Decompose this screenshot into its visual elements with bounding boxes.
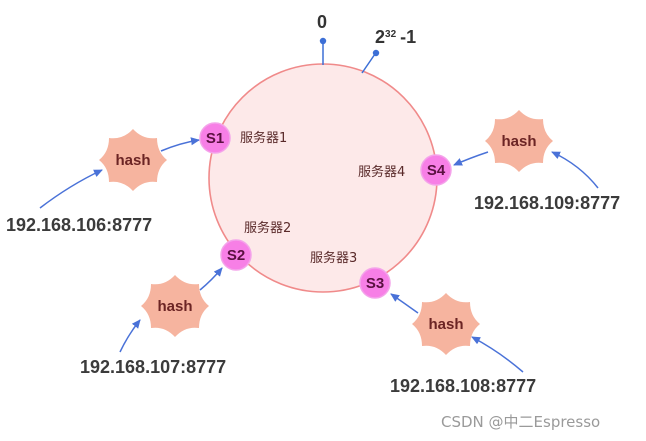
tick-zero-dot — [319, 37, 327, 45]
hash-badge-4: hash — [485, 110, 553, 172]
arrow-ip108-to-hash — [471, 336, 524, 373]
arrow-ip109-to-hash — [551, 151, 599, 189]
hash-star-shape — [141, 275, 209, 337]
ip-label-109: 192.168.109:8777 — [474, 193, 620, 213]
hash-star-shape — [99, 129, 167, 191]
node-s2-label: S2 — [227, 247, 245, 264]
ip-label-108: 192.168.108:8777 — [390, 376, 536, 396]
tick-max-dot — [372, 49, 380, 57]
arrow-hash4-to-s4 — [453, 151, 489, 166]
server-label-3: 服务器3 — [310, 250, 357, 266]
hash-badge-2: hash — [141, 275, 209, 337]
node-s4: S4 — [420, 154, 452, 186]
arrow-hash2-to-s2 — [199, 267, 223, 291]
hash-badge-3: hash — [412, 293, 480, 355]
hash-star-shape — [412, 293, 480, 355]
node-s4-label: S4 — [427, 162, 446, 179]
node-s1-circle — [199, 122, 231, 154]
node-s3-circle — [359, 267, 391, 299]
hash-label: hash — [157, 298, 192, 315]
arrow-hash1-to-s1 — [160, 137, 200, 152]
server-label-1: 服务器1 — [240, 130, 287, 146]
tick-max-line — [361, 53, 376, 74]
watermark: CSDN @中二Espresso — [441, 413, 600, 431]
node-s1: S1 — [199, 122, 231, 154]
node-s3-label: S3 — [366, 275, 384, 292]
node-s3: S3 — [359, 267, 391, 299]
hash-label: hash — [115, 152, 150, 169]
node-s2-circle — [220, 239, 252, 271]
node-s2: S2 — [220, 239, 252, 271]
hash-star-shape — [485, 110, 553, 172]
server-label-4: 服务器4 — [358, 164, 405, 180]
ip-label-107: 192.168.107:8777 — [80, 357, 226, 377]
hash-label: hash — [501, 133, 536, 150]
node-s4-circle — [420, 154, 452, 186]
tick-zero-label: 0 — [317, 12, 327, 32]
hash-label: hash — [428, 316, 463, 333]
arrow-ip106-to-hash — [39, 169, 103, 209]
ip-label-106: 192.168.106:8777 — [6, 215, 152, 235]
server-label-2: 服务器2 — [244, 220, 291, 236]
arrow-hash3-to-s3 — [390, 293, 419, 314]
node-s1-label: S1 — [206, 130, 224, 147]
arrow-ip107-to-hash — [119, 319, 141, 353]
hash-badge-1: hash — [99, 129, 167, 191]
tick-max-label: 232-1 — [375, 27, 416, 47]
